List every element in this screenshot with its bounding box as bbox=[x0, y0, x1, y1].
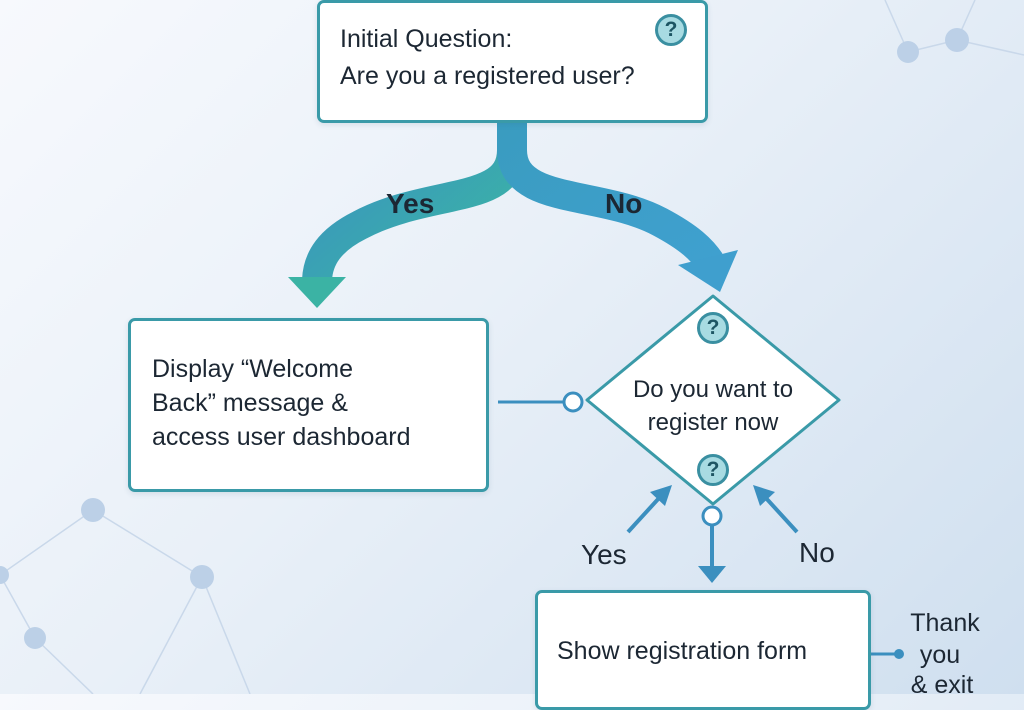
welcome-back-box: Display “Welcome Back” message & access … bbox=[128, 318, 489, 492]
decision-bottom-help-icon[interactable]: ? bbox=[697, 454, 729, 486]
second-no-arrow-line bbox=[763, 495, 799, 534]
decision-left-port bbox=[562, 391, 584, 413]
background-network bbox=[0, 0, 1024, 694]
exit-line-1: Thank bbox=[910, 609, 980, 637]
yes-branch-arrowhead bbox=[288, 277, 346, 308]
registration-form-label: Show registration form bbox=[557, 637, 808, 665]
start-question-box: Initial Question: Are you a registered u… bbox=[317, 0, 708, 123]
second-yes-label: Yes bbox=[581, 539, 627, 570]
welcome-line-1: Display “Welcome bbox=[152, 355, 353, 383]
welcome-line-2: Back” message & bbox=[152, 389, 348, 417]
start-question-label: Initial Question: bbox=[340, 25, 513, 53]
second-yes-arrow-line bbox=[626, 495, 662, 534]
decision-line-2: register now bbox=[647, 409, 779, 436]
decision-top-help-icon[interactable]: ? bbox=[697, 312, 729, 344]
start-question-text: Are you a registered user? bbox=[340, 62, 635, 90]
registration-form-box: Show registration form bbox=[535, 590, 871, 710]
first-yes-label: Yes bbox=[386, 188, 435, 219]
second-no-label: No bbox=[799, 537, 835, 568]
second-no-arrowhead bbox=[753, 485, 775, 506]
exit-line-2: you bbox=[919, 641, 961, 669]
decision-to-registration-arrowhead bbox=[698, 566, 726, 583]
second-yes-arrowhead bbox=[650, 485, 672, 506]
decision-bottom-port bbox=[701, 505, 723, 527]
no-branch-arrowhead bbox=[678, 250, 738, 292]
decision-diamond bbox=[585, 294, 841, 506]
exit-line-3: & exit bbox=[910, 671, 974, 699]
flow-connectors bbox=[288, 120, 904, 659]
exit-port bbox=[894, 649, 904, 659]
welcome-line-3: access user dashboard bbox=[152, 423, 411, 451]
first-no-label: No bbox=[605, 188, 643, 219]
help-icon[interactable]: ? bbox=[655, 14, 687, 46]
no-branch-arrow bbox=[497, 120, 723, 271]
decision-line-1: Do you want to bbox=[632, 376, 794, 403]
